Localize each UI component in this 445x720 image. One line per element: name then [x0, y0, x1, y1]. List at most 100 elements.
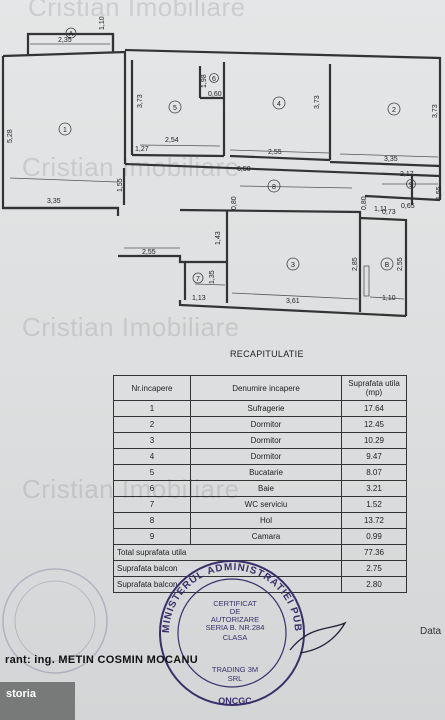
room-label: A — [69, 31, 74, 38]
room-area: 3.21 — [341, 480, 407, 497]
room-name: Camara — [190, 528, 342, 545]
room-area: 8.07 — [341, 464, 407, 481]
dimension-label: 0,65 — [401, 203, 415, 210]
stamp-line: SRL — [227, 674, 243, 683]
room-area: 1.52 — [341, 496, 407, 513]
room-label: B — [385, 262, 390, 269]
column-header: Nr.incapere — [113, 375, 191, 401]
room-label: 8 — [272, 184, 276, 191]
stamp-line: CLASA — [222, 633, 248, 642]
column-header: Suprafata utila (mp) — [341, 375, 407, 401]
room-name: Dormitor — [190, 432, 342, 449]
room-name: Hol — [190, 512, 342, 529]
dimension-label: 1,27 — [135, 146, 149, 153]
room-label: 3 — [291, 262, 295, 269]
room-number: 3 — [113, 432, 191, 449]
dimension-label: 3,73 — [314, 95, 321, 109]
dimension-label: 2,35 — [58, 37, 72, 44]
dimension-label: 1,13 — [192, 295, 206, 302]
table-header-row: Nr.incapere Denumire incapere Suprafata … — [113, 375, 407, 401]
table-row: 6 Baie 3.21 — [113, 480, 407, 497]
dimension-label: 2,55 — [397, 257, 404, 271]
room-label: 9 — [409, 182, 413, 189]
room-label: 6 — [212, 76, 216, 83]
room-label: 5 — [173, 105, 177, 112]
dimension-label: 1,35 — [209, 270, 216, 284]
stamp-line: SERIA B. NR.284 — [205, 623, 265, 632]
room-name: Sufragerie — [190, 400, 342, 417]
floor-plan: 1 2 3 4 5 6 7 8 9 A B 2,35 1,10 5,28 3,7… — [1, 16, 443, 318]
dimension-label: 2,85 — [352, 257, 359, 271]
table-row: 9 Camara 0.99 — [113, 528, 407, 545]
table-row: 2 Dormitor 12.45 — [113, 416, 407, 433]
dimension-label: 1,55 — [117, 178, 124, 192]
dimension-label: 2,54 — [165, 137, 179, 144]
stamp-line: TRADING 3M — [211, 665, 259, 674]
total-label: Suprafata balcon — [113, 576, 342, 593]
dimension-label: 5,28 — [7, 129, 14, 143]
dimension-label: 6,50 — [237, 166, 251, 173]
room-number: 2 — [113, 416, 191, 433]
dimension-label: 3,35 — [47, 198, 61, 205]
room-area: 9.47 — [341, 448, 407, 465]
dimension-label: 3,73 — [432, 104, 439, 118]
room-number: 6 — [113, 480, 191, 497]
dimension-label: 1,10 — [382, 295, 396, 302]
table-row: 8 Hol 13.72 — [113, 512, 407, 529]
total-row: Suprafata balcon 2.80 — [113, 576, 407, 593]
room-area: 17.64 — [341, 400, 407, 417]
recap-table: Nr.incapere Denumire incapere Suprafata … — [113, 375, 407, 593]
column-header: Denumire incapere — [190, 375, 342, 401]
dimension-label: 2,55 — [268, 149, 282, 156]
date-label: Data — [420, 626, 442, 637]
room-number: 4 — [113, 448, 191, 465]
total-value: 2.80 — [341, 576, 407, 593]
stamp-line: CERTIFICAT — [213, 599, 257, 608]
stamps: MINISTERUL ADMINISTRATIEI PUBLICE — [0, 555, 347, 720]
room-number: 7 — [113, 496, 191, 513]
total-row: Suprafata balcon 2.75 — [113, 560, 407, 577]
watermark: Cristian Imobiliare — [28, 0, 246, 22]
dimension-label: 1,11 — [374, 206, 387, 213]
room-label: 7 — [196, 276, 200, 283]
room-number: 8 — [113, 512, 191, 529]
room-area: 10.29 — [341, 432, 407, 449]
dimension-label: 3,61 — [286, 298, 300, 305]
dimension-label: 0,80 — [231, 196, 238, 210]
room-name: Bucatarie — [190, 464, 342, 481]
room-area: 12.45 — [341, 416, 407, 433]
room-name: Dormitor — [190, 416, 342, 433]
table-row: 3 Dormitor 10.29 — [113, 432, 407, 449]
table-row: 4 Dormitor 9.47 — [113, 448, 407, 465]
stamp-line: AUTORIZARE — [210, 615, 260, 624]
dimension-label: 3,73 — [137, 94, 144, 108]
dimension-label: 1,43 — [215, 231, 222, 245]
dimension-label: 2,17 — [400, 171, 414, 178]
room-name: Baie — [190, 480, 342, 497]
brand-logo: storia — [6, 688, 36, 700]
room-label: 4 — [277, 101, 281, 108]
room-area: 13.72 — [341, 512, 407, 529]
room-number: 1 — [113, 400, 191, 417]
room-label: 2 — [392, 107, 396, 114]
author-line: rant: ing. METIN COSMIN MOCANU — [5, 654, 198, 666]
dimension-label: 0,80 — [361, 196, 368, 210]
dimension-label: 0,73 — [382, 209, 396, 216]
total-value: 2.75 — [341, 560, 407, 577]
dimension-label: 1,98 — [201, 74, 208, 88]
table-row: 5 Bucatarie 8.07 — [113, 464, 407, 481]
room-label: 1 — [63, 127, 67, 134]
dimension-label: 0,60 — [208, 91, 222, 98]
recap-title: RECAPITULATIE — [230, 349, 304, 359]
dimension-label: 1,10 — [99, 16, 106, 30]
room-area: 0.99 — [341, 528, 407, 545]
dimension-label: 2,55 — [142, 249, 156, 256]
dimension-label: 3,35 — [384, 156, 398, 163]
watermark: Cristian Imobiliare — [22, 312, 240, 342]
stamp-line: ONCGC — [218, 696, 252, 706]
room-name: WC serviciu — [190, 496, 342, 513]
room-number: 9 — [113, 528, 191, 545]
stamp-line: DE — [229, 607, 241, 616]
dimension-label: 1,55 — [436, 186, 443, 200]
